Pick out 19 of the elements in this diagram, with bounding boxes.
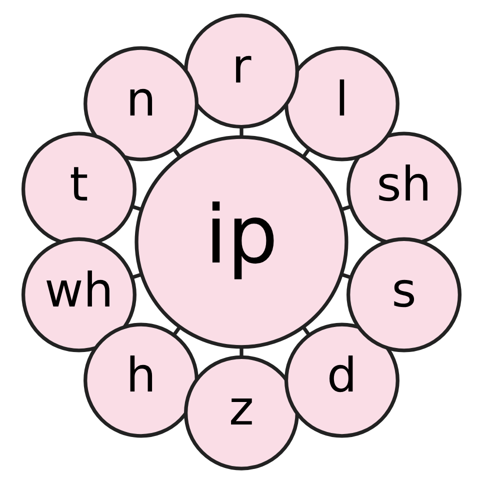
connector [302,148,311,158]
connector [240,126,244,137]
connector [132,272,142,280]
connector [240,347,244,358]
node-circle: ip [134,135,348,349]
node-circle: r [184,14,299,129]
node-circle: l [284,46,400,162]
connector [341,204,352,212]
node-circle: d [284,322,400,438]
connector [172,326,182,336]
node-circle: z [184,355,299,470]
node-circle: h [84,322,199,438]
connector [341,272,352,280]
node-circle: s [346,237,462,352]
node-circle: n [84,46,199,162]
connector [132,204,142,212]
connector [302,326,311,336]
node-circle: wh [21,237,136,352]
connector [172,148,182,158]
